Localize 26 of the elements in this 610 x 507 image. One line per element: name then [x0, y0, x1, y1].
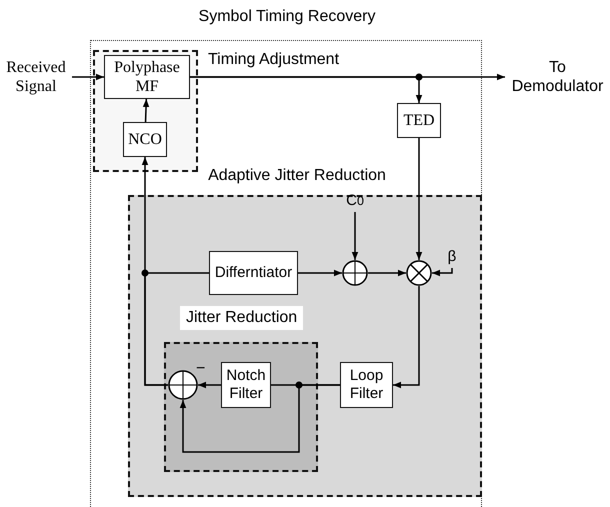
group-title: Symbol Timing Recovery [198, 8, 376, 26]
group-title: Timing Adjustment [208, 51, 340, 69]
arrow [142, 98, 150, 122]
arrow [72, 74, 104, 80]
group-title: Jitter Reduction [180, 306, 304, 330]
process-block: Polyphase MF [104, 55, 190, 99]
group-title: Adaptive Jitter Reduction [208, 167, 386, 185]
arrow [416, 138, 422, 260]
process-block: Differntiator [209, 251, 298, 295]
arrow [198, 382, 221, 388]
process-block: TED [397, 103, 441, 138]
process-block: NCO [123, 122, 167, 157]
arrow [368, 270, 406, 276]
arrow [180, 384, 340, 453]
arrow [393, 286, 420, 388]
arrow [298, 270, 342, 276]
process-block: Notch Filter [221, 362, 271, 408]
process-block: Loop Filter [340, 362, 393, 408]
sign-label: − [196, 360, 206, 378]
arrow [352, 212, 358, 260]
gain-label: β [444, 246, 460, 268]
arrow [432, 268, 453, 276]
input-label: Received Signal [0, 57, 72, 97]
connector-line [144, 272, 209, 386]
output-label: To Demodulator [505, 57, 610, 97]
arrow [190, 76, 422, 103]
